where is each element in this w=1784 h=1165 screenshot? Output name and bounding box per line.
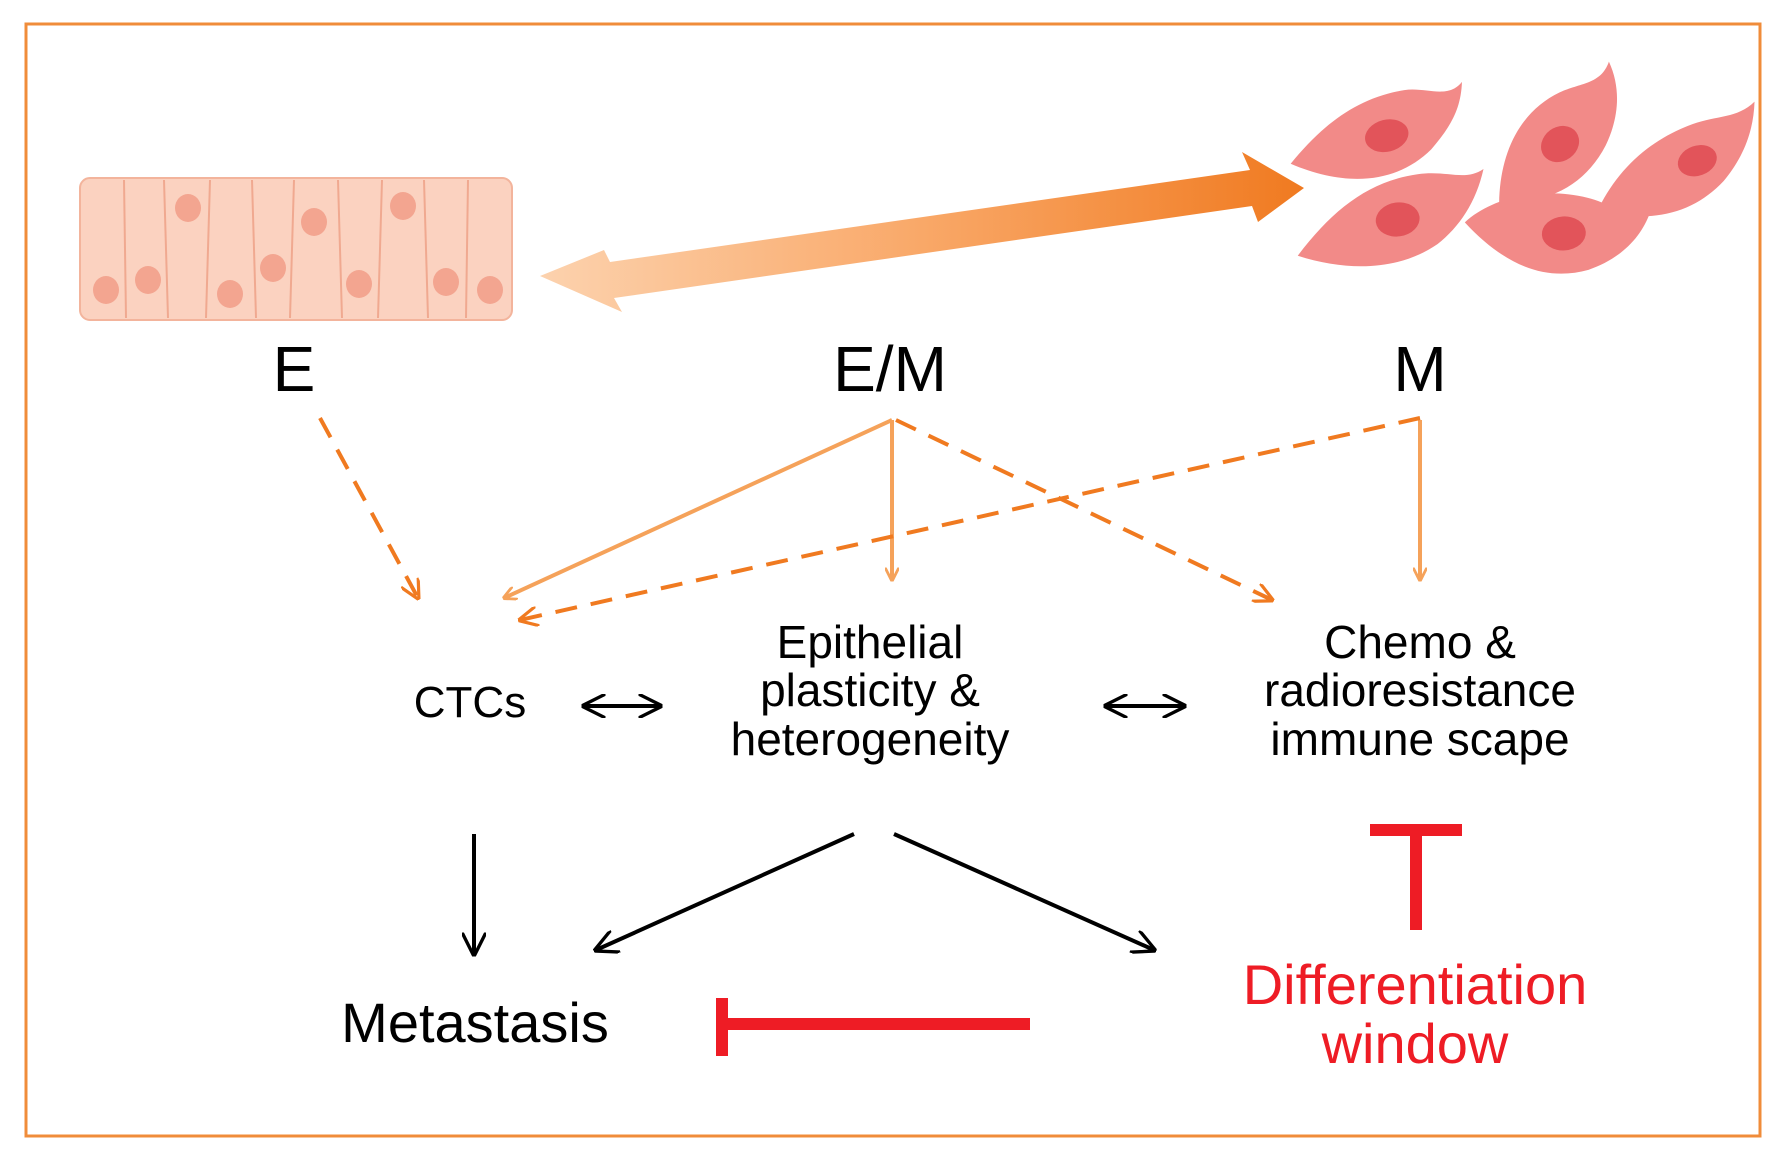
epithelial-cell-layer-icon <box>79 177 513 321</box>
node-plasticity: Epithelial plasticity & heterogeneity <box>680 618 1060 763</box>
black-arrows <box>474 832 1154 954</box>
window-line-1: Differentiation <box>1242 953 1588 1016</box>
arrow-m-to-ctcs <box>520 416 1421 620</box>
arrow-plasticity-to-metastasis <box>596 832 855 950</box>
bidirectional-transition-arrow <box>540 152 1304 312</box>
arrow-em-to-resistance <box>895 418 1272 600</box>
arrow-em-to-ctcs <box>504 418 893 598</box>
solid-orange-arrows <box>504 418 1420 598</box>
plasticity-line-3: heterogeneity <box>730 712 1010 765</box>
resistance-line-2: radioresistance <box>1264 664 1576 717</box>
state-label-epithelial: E <box>272 333 316 405</box>
node-ctcs: CTCs <box>413 678 527 727</box>
arrow-e-to-ctcs <box>318 417 418 598</box>
arrow-plasticity-to-window <box>893 832 1154 950</box>
plasticity-line-2: plasticity & <box>760 664 980 717</box>
node-metastasis: Metastasis <box>341 991 609 1054</box>
inhibit-metastasis-by-window <box>716 998 1030 1056</box>
frame-border <box>24 22 1762 1138</box>
dashed-orange-arrows <box>318 416 1421 620</box>
inhibit-resistance-by-window <box>1370 824 1462 930</box>
inhibition-symbols <box>716 824 1462 1056</box>
window-line-2: window <box>1321 1011 1509 1075</box>
state-label-mesenchymal: M <box>1393 333 1447 405</box>
resistance-line-3: immune scape <box>1270 712 1570 765</box>
plasticity-line-1: Epithelial <box>776 616 964 668</box>
resistance-line-1: Chemo & <box>1324 616 1516 668</box>
state-label-hybrid: E/M <box>833 333 947 405</box>
node-differentiation-window: Differentiation window <box>1180 953 1650 1075</box>
mesenchymal-cells-icon <box>1290 61 1755 274</box>
node-resistance: Chemo & radioresistance immune scape <box>1210 618 1630 763</box>
